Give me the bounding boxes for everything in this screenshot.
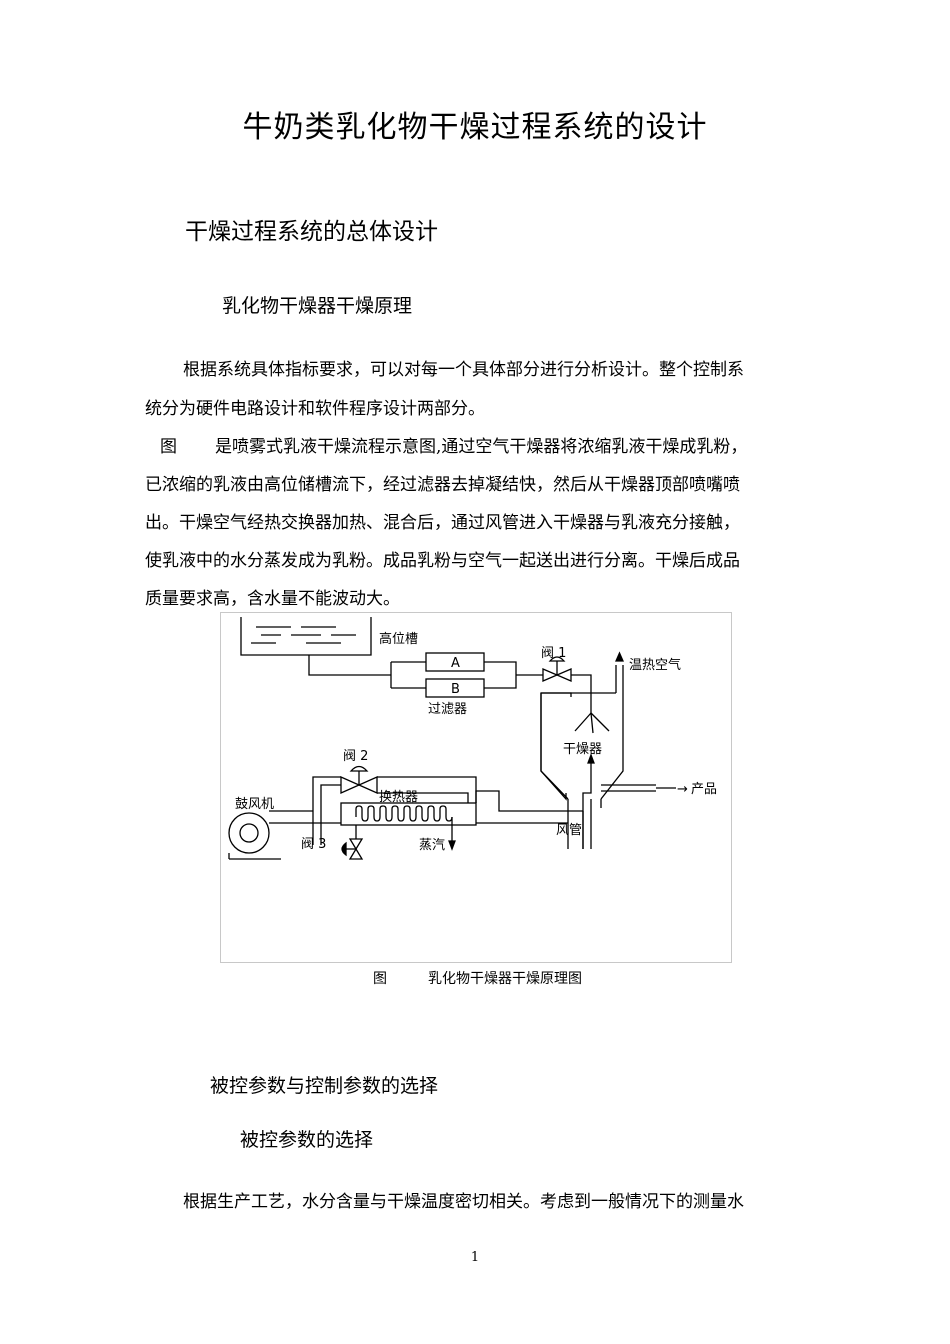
label-air-duct: 风管 bbox=[556, 823, 582, 838]
figure-reference: 图 bbox=[160, 437, 177, 457]
label-valve-3: 阀 3 bbox=[301, 837, 326, 852]
figure-caption-prefix: 图 bbox=[373, 971, 387, 987]
paragraph-line: 已浓缩的乳液由高位储槽流下，经过滤器去掉凝结快，然后从干燥器顶部喷嘴喷 bbox=[145, 475, 740, 495]
label-filter: 过滤器 bbox=[428, 702, 467, 717]
label-valve-1: 阀 1 bbox=[541, 646, 566, 661]
label-filter-a: A bbox=[451, 656, 460, 671]
paragraph-line: 使乳液中的水分蒸发成为乳粉。成品乳粉与空气一起送出进行分离。干燥后成品 bbox=[145, 551, 740, 571]
label-valve-2: 阀 2 bbox=[343, 749, 368, 764]
label-steam: 蒸汽 bbox=[419, 838, 445, 853]
subsection-heading: 乳化物干燥器干燥原理 bbox=[222, 295, 413, 317]
blower-shape bbox=[228, 812, 270, 854]
process-diagram: 高位槽 A B 过滤器 阀 1 温热空气 干燥器 产品 → 阀 2 换热器 鼓风… bbox=[228, 617, 717, 860]
product-arrow: → bbox=[677, 782, 688, 797]
process-diagram-frame: 高位槽 A B 过滤器 阀 1 温热空气 干燥器 产品 → 阀 2 换热器 鼓风… bbox=[220, 612, 732, 963]
document-title: 牛奶类乳化物干燥过程系统的设计 bbox=[242, 110, 708, 145]
page-number: 1 bbox=[470, 1250, 480, 1265]
paragraph-line: 出。干燥空气经热交换器加热、混合后，通过风管进入干燥器与乳液充分接触， bbox=[145, 513, 740, 533]
label-tank: 高位槽 bbox=[379, 631, 418, 647]
section-heading: 干燥过程系统的总体设计 bbox=[185, 219, 438, 245]
paragraph-line: 统分为硬件电路设计和软件程序设计两部分。 bbox=[145, 399, 485, 419]
subsection-heading: 被控参数的选择 bbox=[240, 1129, 374, 1151]
section-heading: 被控参数与控制参数的选择 bbox=[210, 1075, 439, 1097]
paragraph-line: 根据生产工艺，水分含量与干燥温度密切相关。考虑到一般情况下的测量水 bbox=[183, 1192, 744, 1212]
figure-caption: 乳化物干燥器干燥原理图 bbox=[428, 971, 582, 987]
label-dryer: 干燥器 bbox=[563, 742, 602, 757]
label-product: 产品 bbox=[691, 782, 717, 797]
paragraph-line: 质量要求高，含水量不能波动大。 bbox=[145, 589, 400, 609]
label-filter-b: B bbox=[451, 682, 460, 697]
label-warm-air: 温热空气 bbox=[629, 657, 681, 673]
label-blower: 鼓风机 bbox=[235, 797, 274, 812]
heat-exchanger-box bbox=[340, 802, 477, 826]
label-heat-exchanger: 换热器 bbox=[379, 790, 418, 805]
paragraph-line: 根据系统具体指标要求，可以对每一个具体部分进行分析设计。整个控制系 bbox=[183, 360, 744, 380]
tank-shape bbox=[240, 617, 372, 656]
paragraph-line: 是喷雾式乳液干燥流程示意图,通过空气干燥器将浓缩乳液干燥成乳粉， bbox=[215, 437, 748, 457]
